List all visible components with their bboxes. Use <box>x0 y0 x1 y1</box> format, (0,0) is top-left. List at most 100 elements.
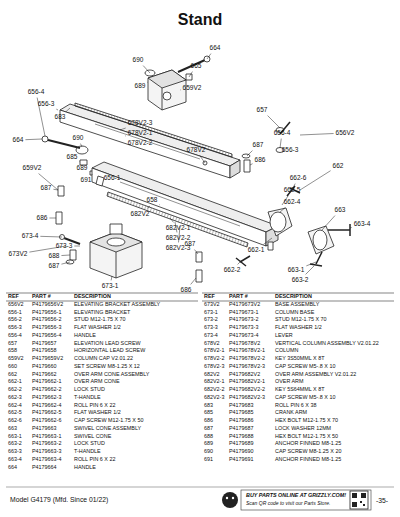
callout-number: 656-3 <box>38 100 55 107</box>
leader-line <box>66 108 70 111</box>
callout-number: 687 <box>41 184 52 191</box>
callout-number: 673V2 <box>9 250 28 257</box>
callout-number: 656-4 <box>28 88 45 95</box>
description-cell: CAP SCREW M12-1.75 X 50 <box>74 418 143 424</box>
callout-number: 673-3 <box>56 242 73 249</box>
description-cell: CRANK ARM <box>275 410 307 416</box>
table-header: REF <box>8 294 19 300</box>
part-number-cell: P4179673-1 <box>229 310 258 316</box>
ref-cell: 659V2 <box>8 356 24 362</box>
part-number-cell: P4179656-1 <box>32 310 61 316</box>
description-cell: CAP SCREW M5-.8 X 10 <box>275 364 335 370</box>
leader-line <box>25 139 42 141</box>
ref-cell: 656-2 <box>8 317 22 323</box>
ref-cell: 688 <box>204 434 213 440</box>
column-base <box>90 232 142 252</box>
description-cell: ELEVATION LEAD SCREW <box>74 341 141 347</box>
callout-number: 662-6 <box>290 174 307 181</box>
leader-line <box>74 246 80 247</box>
footer-art <box>226 497 228 499</box>
callout-number: 690 <box>73 134 84 141</box>
part-number-cell: P4179678V2-1 <box>229 348 265 354</box>
ref-cell: 656-3 <box>8 325 22 331</box>
elevating-bracket <box>148 70 186 110</box>
ref-cell: 660 <box>8 364 17 370</box>
swivel-cone <box>328 229 350 231</box>
description-cell: LEVER <box>275 333 293 339</box>
part-number-cell: P4179659V2 <box>32 356 63 362</box>
footer-art <box>350 491 368 509</box>
description-cell: STUD M12-1.75 X 70 <box>275 317 327 323</box>
description-cell: CAP SCREW M5-.8 X 10 <box>275 395 335 401</box>
ref-cell: 678V2-2 <box>204 356 224 362</box>
description-cell: HANDLE <box>74 333 96 339</box>
table-header: DESCRIPTION <box>74 294 111 300</box>
over-arm-cone <box>236 186 300 266</box>
callout-number: 662-4 <box>284 198 301 205</box>
ref-cell: 663-4 <box>8 457 22 463</box>
ref-cell: 664 <box>8 465 17 471</box>
description-cell: T-HANDLE <box>74 395 101 401</box>
table-header: DESCRIPTION <box>275 294 312 300</box>
over-arm-cone <box>240 256 250 262</box>
ref-cell: 663 <box>8 426 17 432</box>
leader-line <box>268 116 280 128</box>
leader-line <box>61 262 70 264</box>
part-number-cell: P4179663-4 <box>32 457 61 463</box>
ref-cell: 663-2 <box>8 441 22 447</box>
over-arm-cone <box>270 212 286 232</box>
leader-line <box>53 189 58 191</box>
leader-line <box>263 238 272 244</box>
leader-line <box>80 144 82 147</box>
callout-number: 678V2 <box>187 146 206 153</box>
callout-number: 673-1 <box>102 282 119 289</box>
scan-note: Scan QR code to visit our Parts Store. <box>246 501 330 507</box>
page-number: -35- <box>376 497 388 504</box>
ref-cell: 690 <box>204 449 213 455</box>
ref-cell: 678V2-3 <box>204 364 224 370</box>
part-number-cell: P4179673-2 <box>229 317 258 323</box>
part-number-cell: P4179678V2 <box>229 341 260 347</box>
over-arm <box>96 176 104 186</box>
leader-line <box>247 151 252 156</box>
callout-number: 664 <box>13 136 24 143</box>
ref-cell: 691 <box>204 457 213 463</box>
description-cell: ROLL PIN 6 X 22 <box>74 403 115 409</box>
part-number-cell: P4179682V2-2 <box>229 387 265 393</box>
ref-cell: 673-1 <box>204 310 218 316</box>
table-header: PART # <box>229 294 248 300</box>
part-number-cell: P4179682V2 <box>229 372 260 378</box>
description-cell: FLAT WASHER 1/2 <box>74 410 121 416</box>
column-base <box>110 224 122 234</box>
leader-line <box>350 227 352 229</box>
hex-bolt <box>196 270 202 282</box>
description-cell: ANCHOR FINNED M8-1.25 <box>275 457 341 463</box>
footer-art <box>352 502 357 507</box>
ref-cell: 682V2-2 <box>204 387 224 393</box>
hex-bolt <box>244 160 250 172</box>
column-base <box>60 224 143 278</box>
part-number-cell: P4179673V2 <box>229 302 260 308</box>
column-base <box>90 232 142 278</box>
crank-arm <box>42 136 48 142</box>
part-number-cell: P4179663-3 <box>32 449 61 455</box>
callout-number: 678V2-1 <box>128 129 153 136</box>
hex-bolt <box>56 212 62 224</box>
page-title: Stand <box>178 11 222 29</box>
footer-art <box>222 492 238 508</box>
part-number-cell: P4179678V2-3 <box>229 364 265 370</box>
description-cell: FLAT WASHER 1/2 <box>74 325 121 331</box>
leader-line <box>322 216 335 230</box>
leader-line <box>56 109 58 111</box>
description-cell: LOCK WASHER 12MM <box>275 426 331 432</box>
part-number-cell: P4179657 <box>32 341 57 347</box>
crank-arm <box>42 136 96 175</box>
elevating-bracket <box>145 56 210 110</box>
callout-number: 673-4 <box>22 232 39 239</box>
callout-number: 678V2-2 <box>128 139 153 146</box>
callout-number: 687 <box>253 141 264 148</box>
elevating-bracket <box>178 60 205 72</box>
leader-line <box>200 156 205 163</box>
